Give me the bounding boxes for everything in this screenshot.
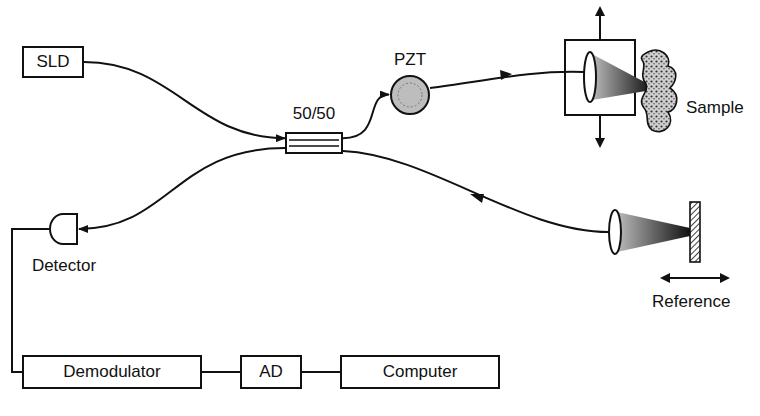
fiber-coupler: 50/50 — [278, 104, 350, 154]
lens — [609, 210, 621, 254]
ad-converter-box: AD — [240, 355, 302, 389]
node-label: Computer — [383, 362, 458, 382]
fiber-arrow — [470, 194, 484, 203]
fiber-connector — [202, 371, 240, 373]
node-label: AD — [259, 362, 283, 382]
pzt-cylinder — [389, 74, 431, 116]
node-label: Demodulator — [63, 362, 160, 382]
reference-label: Reference — [650, 292, 732, 312]
scan-arrow — [595, 6, 605, 16]
scan-arrow — [599, 14, 601, 40]
reference-mirror — [690, 202, 700, 262]
fiber-connector — [302, 371, 340, 373]
node-label: PZT — [394, 50, 426, 70]
fiber-arrow — [500, 70, 512, 80]
mirror-arrow — [720, 273, 730, 283]
fiber-connector — [12, 229, 49, 372]
fiber-connector — [79, 148, 285, 229]
sample-label: Sample — [684, 98, 746, 118]
node-label: Detector — [32, 256, 96, 276]
lens — [584, 52, 596, 102]
pzt-modulator: PZT — [385, 50, 435, 116]
demodulator-box: Demodulator — [22, 355, 202, 389]
node-label: 50/50 — [293, 104, 336, 124]
computer-box: Computer — [340, 355, 500, 389]
light-source-box: SLD — [22, 46, 84, 78]
mirror-arrow — [660, 273, 670, 283]
beam — [617, 212, 690, 252]
fiber-connector — [343, 95, 389, 139]
detector: Detector — [22, 212, 106, 276]
mirror-arrow — [668, 277, 722, 279]
node-label: SLD — [36, 52, 69, 72]
fiber-connector — [84, 62, 285, 138]
sample-tissue — [641, 50, 676, 131]
coupler-outline — [285, 132, 343, 154]
fiber — [343, 151, 609, 232]
photodetector — [49, 212, 79, 246]
scan-arrow — [595, 138, 605, 148]
scan-arrow — [599, 115, 601, 140]
